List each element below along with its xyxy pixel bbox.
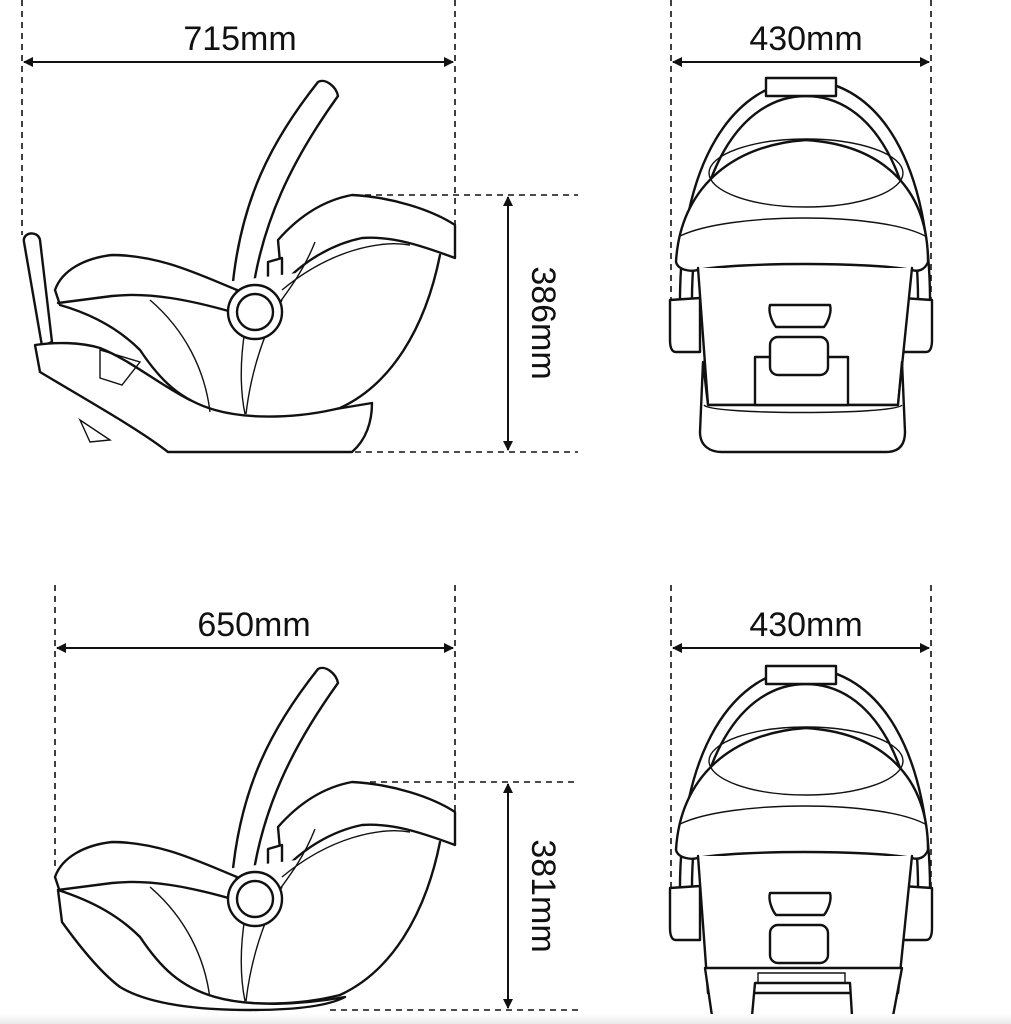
- height-label: 381mm: [524, 839, 562, 952]
- width-label: 430mm: [749, 606, 862, 644]
- base-front-icon: [698, 360, 907, 454]
- height-label: 386mm: [524, 266, 562, 379]
- side-view-without-base: 650mm 381mm: [53, 585, 578, 1012]
- length-label: 715mm: [183, 20, 296, 58]
- front-view-with-base: 430mm: [668, 0, 934, 454]
- front-view-without-base: 430mm: [668, 585, 934, 1018]
- length-label: 650mm: [197, 606, 310, 644]
- load-leg-icon: [22, 232, 54, 348]
- side-view-with-base: 715mm 386mm: [21, 0, 578, 454]
- bottom-edge: [0, 1014, 1011, 1024]
- width-label: 430mm: [749, 20, 862, 58]
